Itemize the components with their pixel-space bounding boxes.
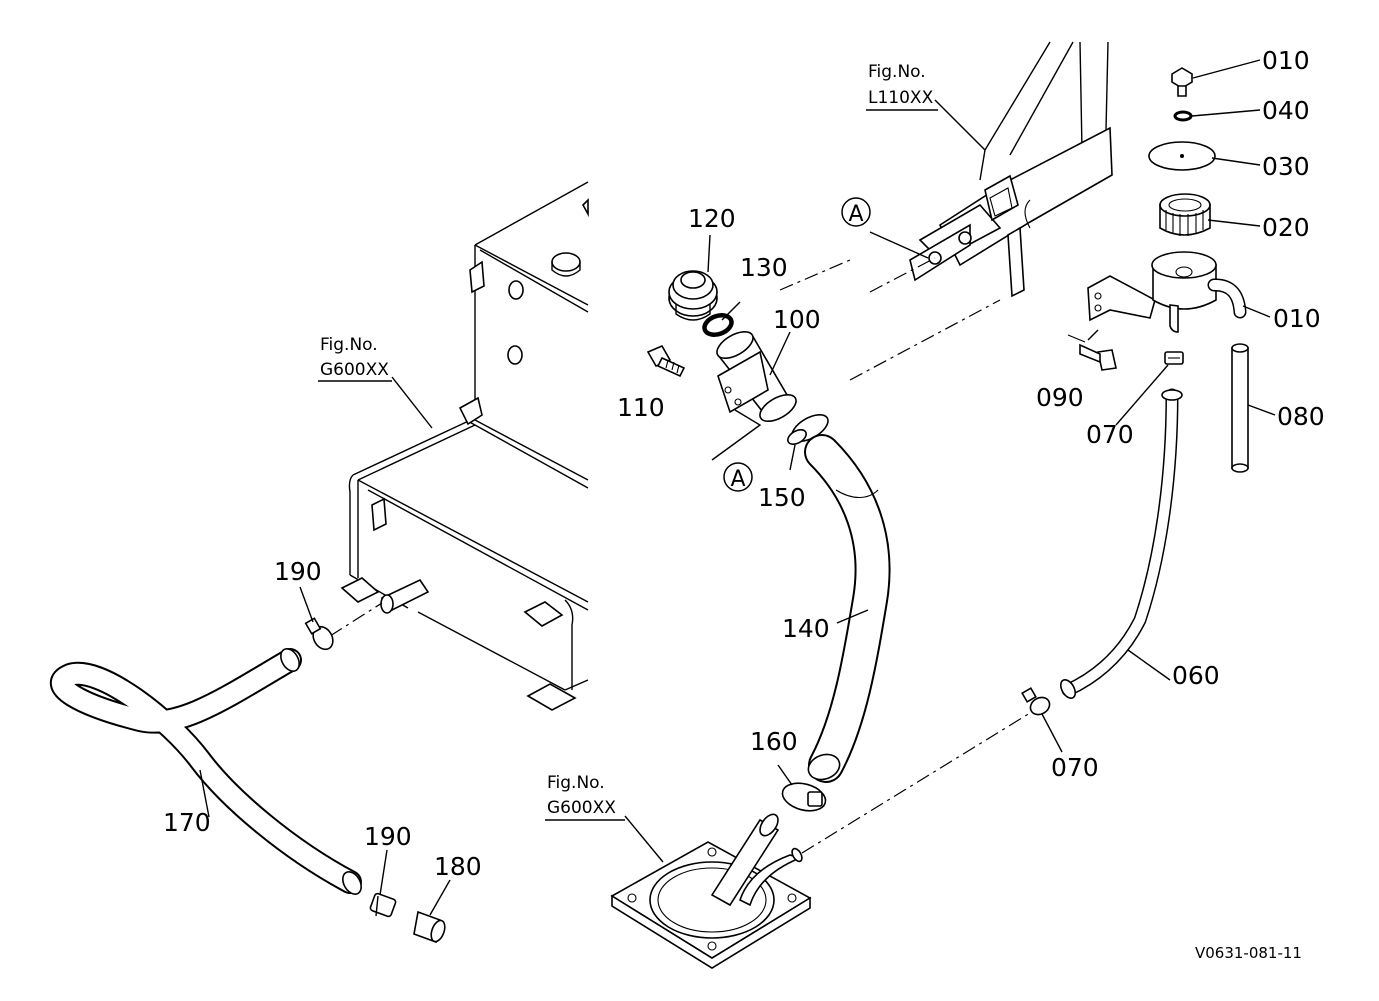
- fig-ref-label: Fig.No.: [547, 773, 605, 793]
- callout-030: 030: [1262, 152, 1310, 181]
- callout-110: 110: [617, 393, 665, 422]
- fig-ref-number: G600XX: [547, 798, 616, 818]
- ref-mark-letter: A: [730, 467, 745, 492]
- filler-cap-120: [668, 270, 718, 321]
- bolt-110: [646, 344, 686, 378]
- fig-ref-number: L110XX: [868, 88, 934, 108]
- ref-mark-letter: A: [848, 202, 863, 227]
- callout-090: 090: [1036, 383, 1084, 412]
- callout-070-lower: 070: [1051, 753, 1099, 782]
- callout-120: 120: [688, 204, 736, 233]
- drawing-code: V0631-081-11: [1195, 944, 1302, 962]
- hose-clamp-070-upper: [1164, 351, 1184, 365]
- fig-ref-g600xx-left: Fig.No. G600XX: [318, 335, 392, 382]
- frame-bracket: [909, 41, 1113, 298]
- ref-mark-a-lower: A: [723, 462, 753, 492]
- hose-170: [50, 648, 362, 895]
- callout-060: 060: [1172, 661, 1220, 690]
- fig-ref-label: Fig.No.: [868, 62, 926, 82]
- bolt-090: [1079, 343, 1117, 371]
- fig-ref-g600xx-bottom: Fig.No. G600XX: [545, 773, 625, 821]
- callout-020: 020: [1262, 213, 1310, 242]
- filler-neck-100: [716, 330, 797, 423]
- callout-160: 160: [750, 727, 798, 756]
- washer-040: [1173, 110, 1193, 122]
- callout-050: 010: [1262, 46, 1310, 75]
- plug-180: [413, 910, 446, 944]
- callout-130: 130: [740, 253, 788, 282]
- callout-010: 010: [1273, 304, 1321, 333]
- callout-100: 100: [773, 305, 821, 334]
- fuel-filter-010: [1151, 251, 1247, 333]
- fig-ref-l110xx: Fig.No. L110XX: [866, 62, 938, 111]
- bolt-050: [1171, 67, 1193, 97]
- callout-180: 180: [434, 852, 482, 881]
- hose-140: [804, 434, 891, 783]
- callout-190-lower: 190: [364, 822, 412, 851]
- callout-070-upper: 070: [1086, 420, 1134, 449]
- hose-clamp-160: [781, 782, 827, 812]
- filter-bracket: [1087, 275, 1156, 322]
- hose-060: [1059, 388, 1183, 699]
- fig-ref-label: Fig.No.: [320, 335, 378, 355]
- o-ring-130: [702, 313, 734, 337]
- callout-170: 170: [163, 808, 211, 837]
- hose-clamp-190-upper: [304, 617, 334, 651]
- tank-flange: [610, 813, 812, 969]
- leader-lines: [199, 59, 1276, 916]
- hose-clamp-150: [787, 413, 829, 446]
- ref-mark-a-upper: A: [841, 197, 871, 227]
- hose-clamp-190-lower: [369, 892, 397, 918]
- fig-ref-number: G600XX: [320, 360, 389, 380]
- fuel-tank: [340, 181, 589, 711]
- callout-190-upper: 190: [274, 557, 322, 586]
- hose-clamp-070-lower: [1021, 687, 1051, 716]
- cover-030: [1148, 141, 1216, 171]
- callout-080: 080: [1277, 402, 1325, 431]
- callout-040: 040: [1262, 96, 1310, 125]
- hose-080: [1231, 343, 1249, 473]
- filter-element-020: [1159, 193, 1211, 236]
- callout-150: 150: [758, 483, 806, 512]
- callout-140: 140: [782, 614, 830, 643]
